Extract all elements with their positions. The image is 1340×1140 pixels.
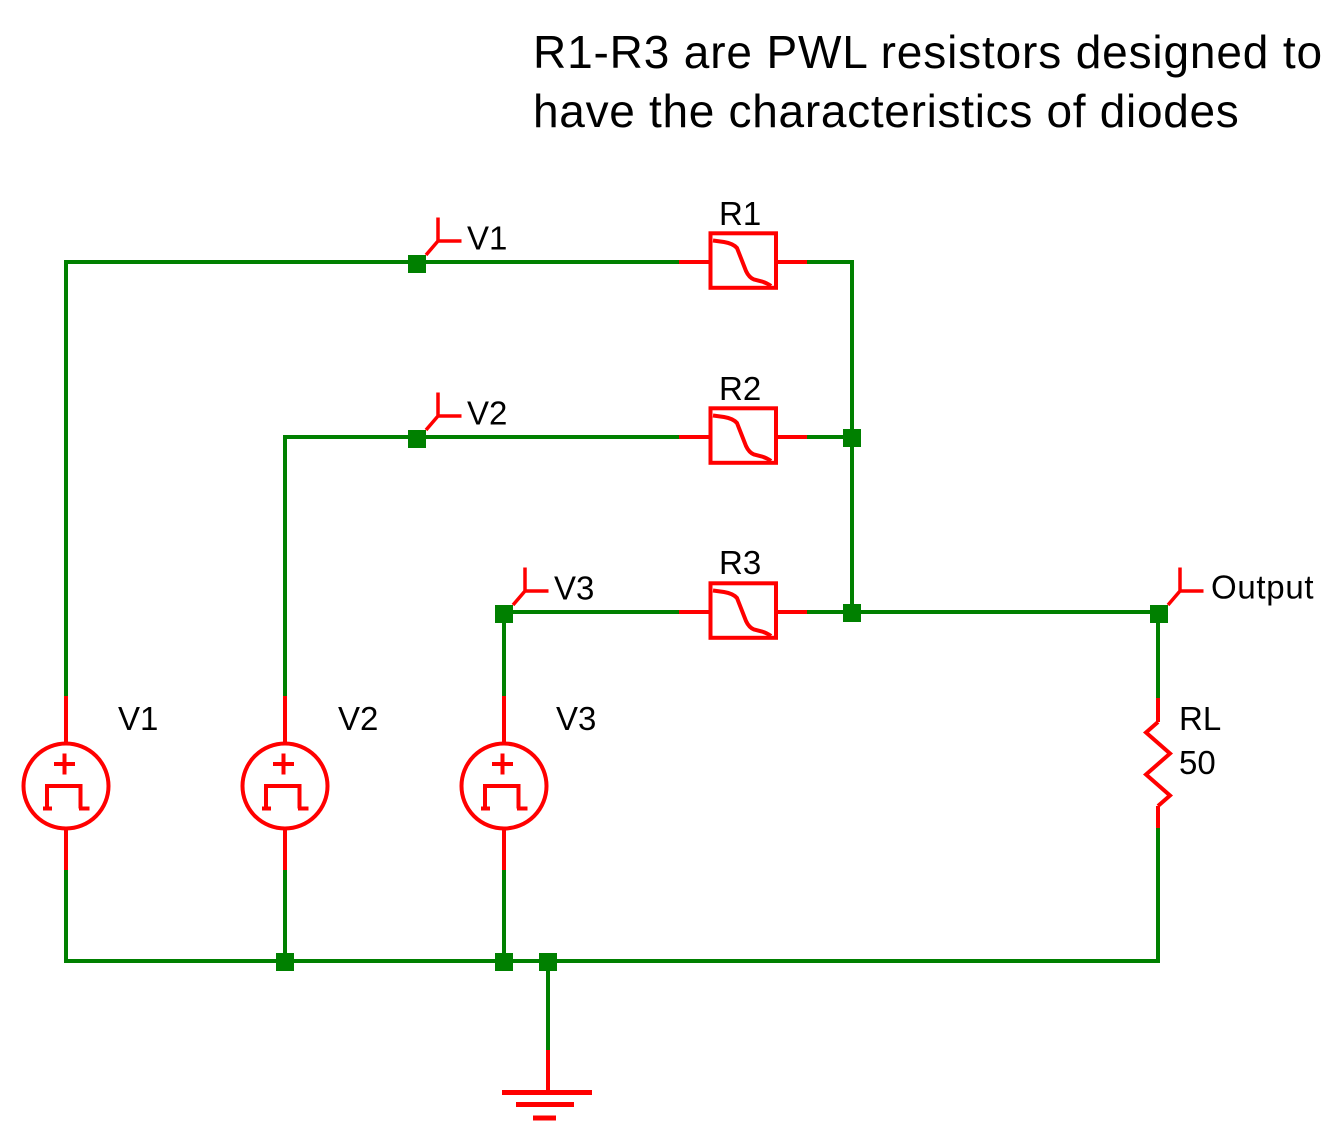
svg-text:R3: R3 — [719, 544, 761, 581]
svg-text:R2: R2 — [719, 370, 761, 407]
svg-text:RL: RL — [1179, 700, 1221, 737]
svg-text:V1: V1 — [118, 700, 158, 737]
svg-text:50: 50 — [1179, 744, 1216, 781]
svg-text:V1: V1 — [467, 220, 507, 257]
svg-text:have the characteristics of di: have the characteristics of diodes — [533, 85, 1240, 137]
svg-text:V2: V2 — [467, 395, 507, 432]
svg-text:R1-R3 are PWL resistors design: R1-R3 are PWL resistors designed to — [533, 26, 1323, 78]
svg-text:V3: V3 — [554, 570, 594, 607]
svg-text:V3: V3 — [556, 700, 596, 737]
svg-text:Output: Output — [1211, 569, 1314, 606]
svg-text:R1: R1 — [719, 195, 761, 232]
svg-text:V2: V2 — [338, 700, 378, 737]
